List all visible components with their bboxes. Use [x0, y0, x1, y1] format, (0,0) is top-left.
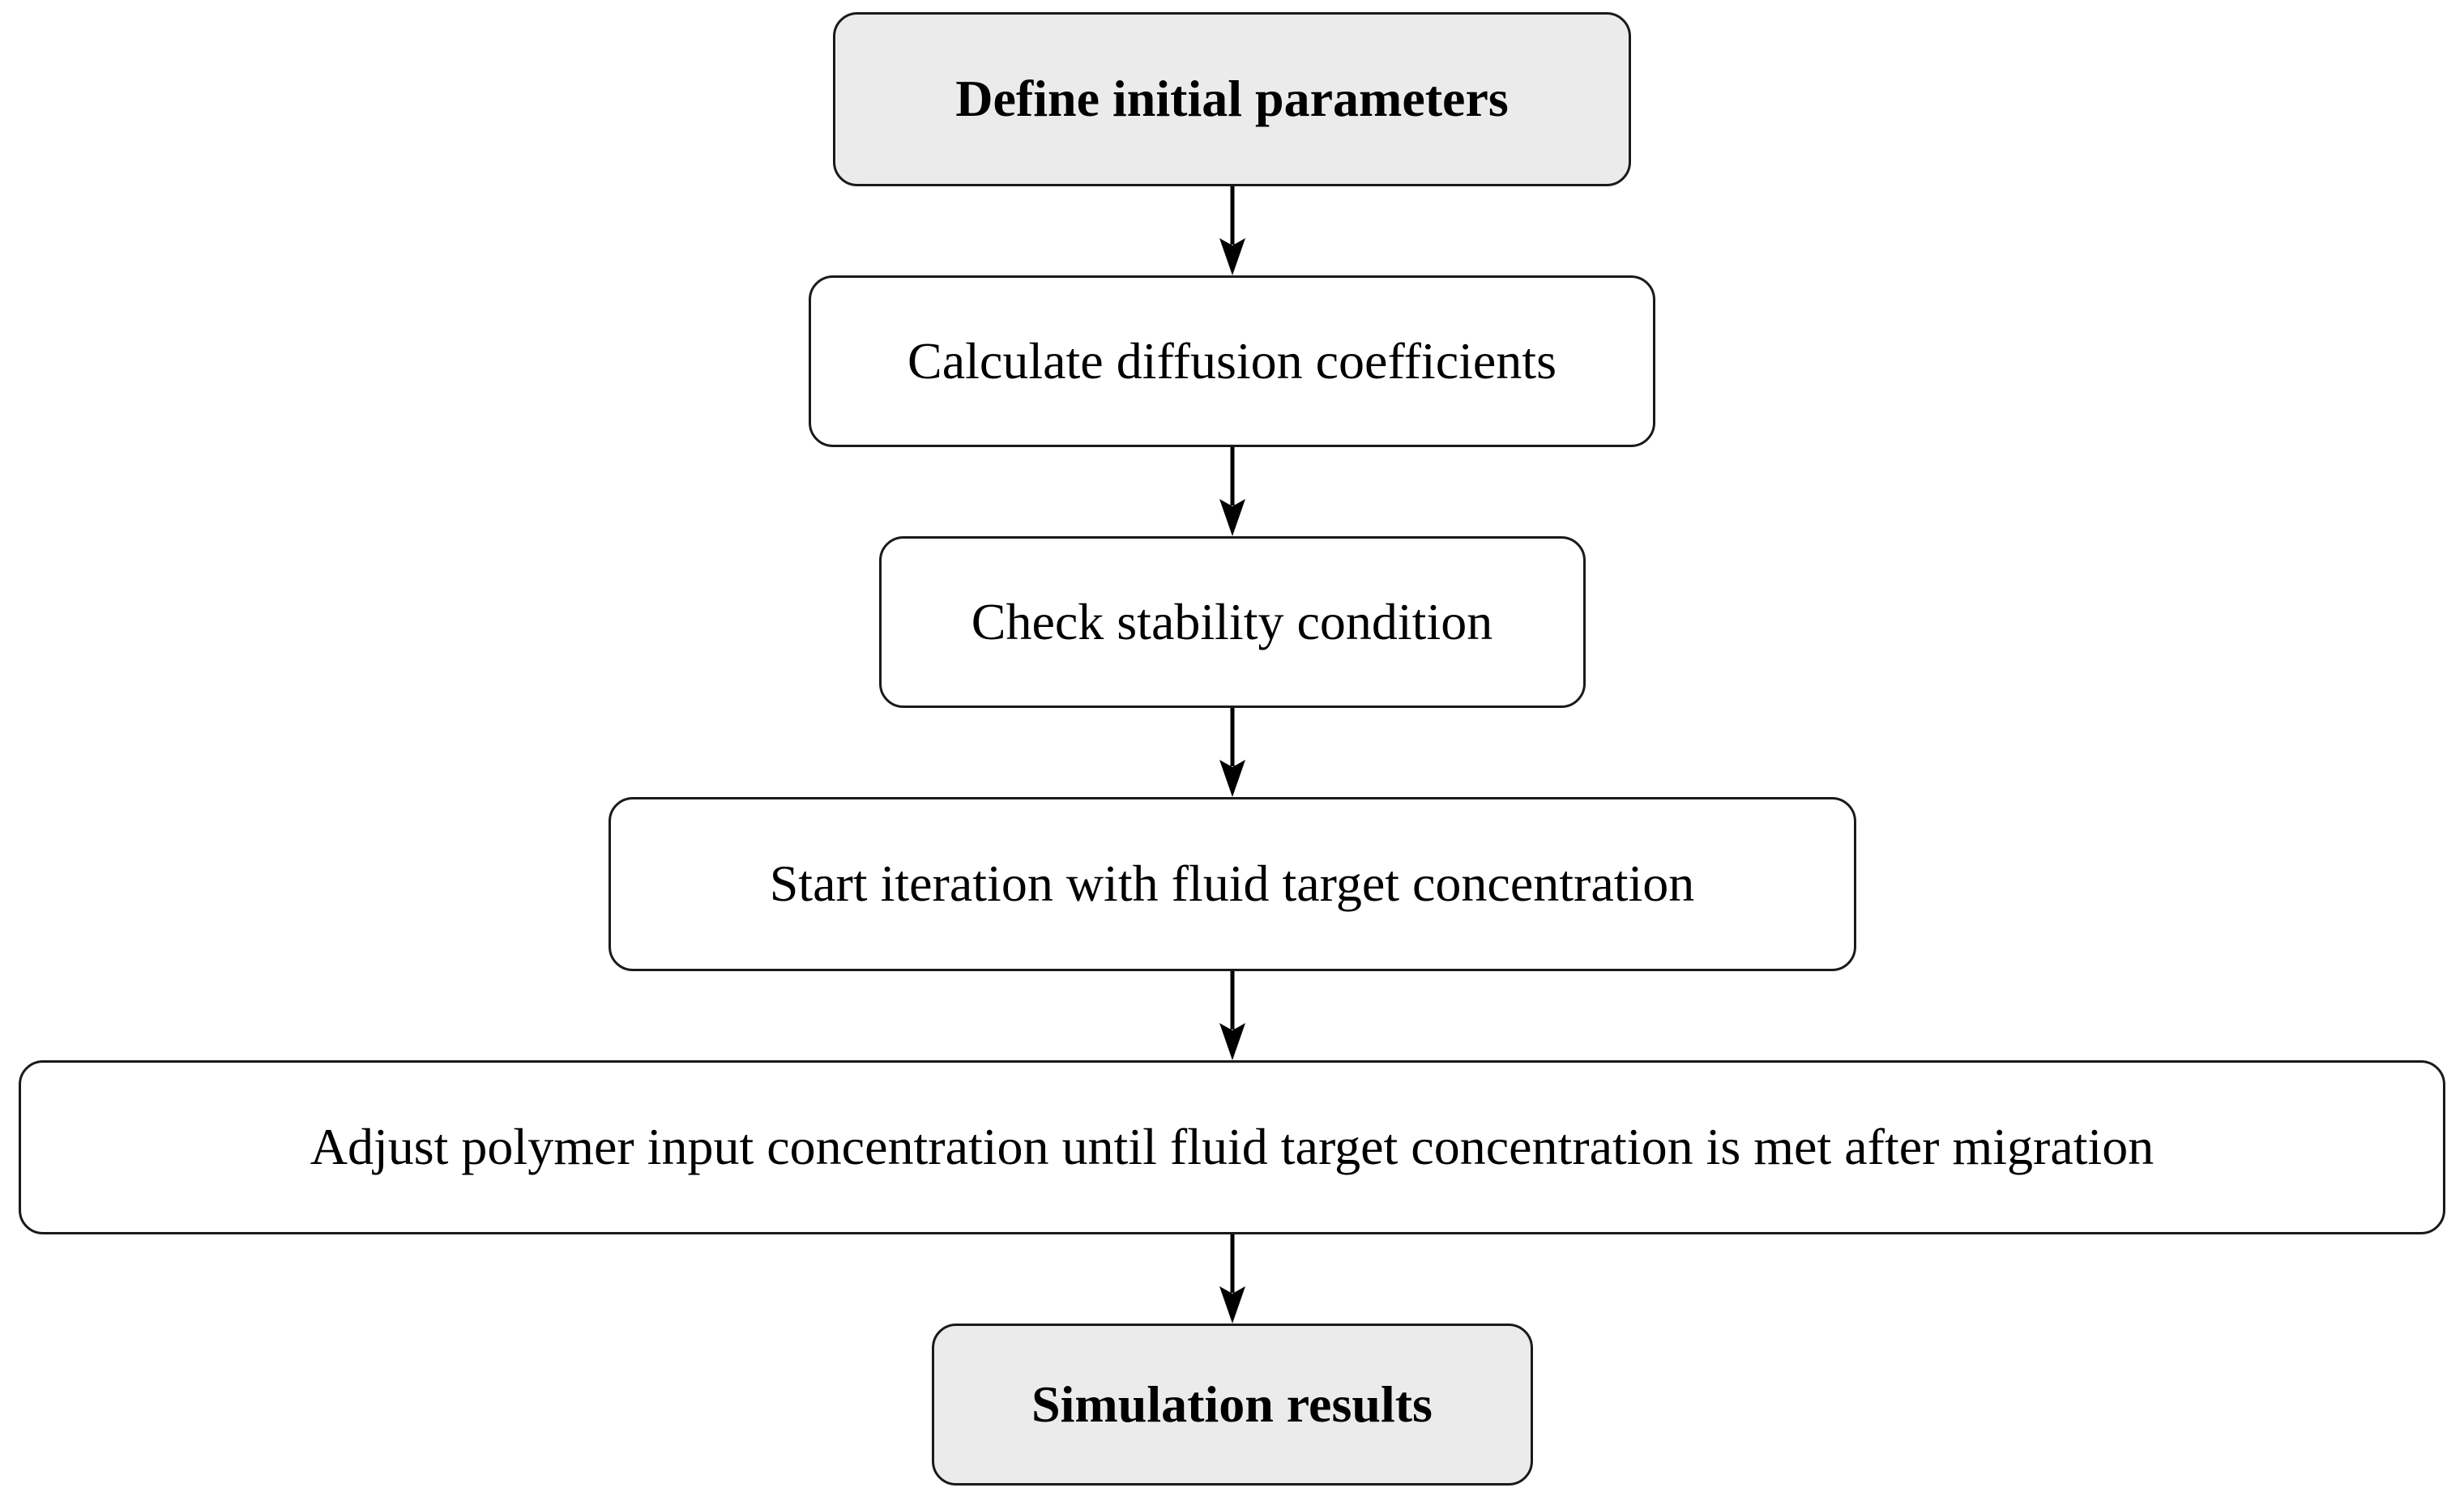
- node-label: Simulation results: [1031, 1375, 1433, 1433]
- node-calculate-diffusion-coefficients: Calculate diffusion coefficients: [809, 275, 1655, 447]
- node-label: Start iteration with fluid target concen…: [769, 855, 1695, 913]
- node-define-initial-parameters: Define initial parameters: [833, 12, 1631, 186]
- flow-arrow-icon: [1219, 1234, 1245, 1324]
- flow-arrow-icon: [1219, 447, 1245, 536]
- node-start-iteration-with-fluid-target-concentration: Start iteration with fluid target concen…: [608, 797, 1856, 971]
- node-adjust-polymer-input-concentration: Adjust polymer input concentration until…: [19, 1060, 2445, 1234]
- node-label: Define initial parameters: [955, 70, 1509, 128]
- node-label: Check stability condition: [971, 592, 1493, 650]
- node-label: Adjust polymer input concentration until…: [310, 1118, 2154, 1176]
- flow-arrow-icon: [1219, 186, 1245, 275]
- flow-arrow-icon: [1219, 971, 1245, 1060]
- node-label: Calculate diffusion coefficients: [907, 331, 1557, 390]
- node-simulation-results: Simulation results: [931, 1324, 1533, 1486]
- node-check-stability-condition: Check stability condition: [878, 536, 1586, 708]
- flow-arrow-icon: [1219, 708, 1245, 797]
